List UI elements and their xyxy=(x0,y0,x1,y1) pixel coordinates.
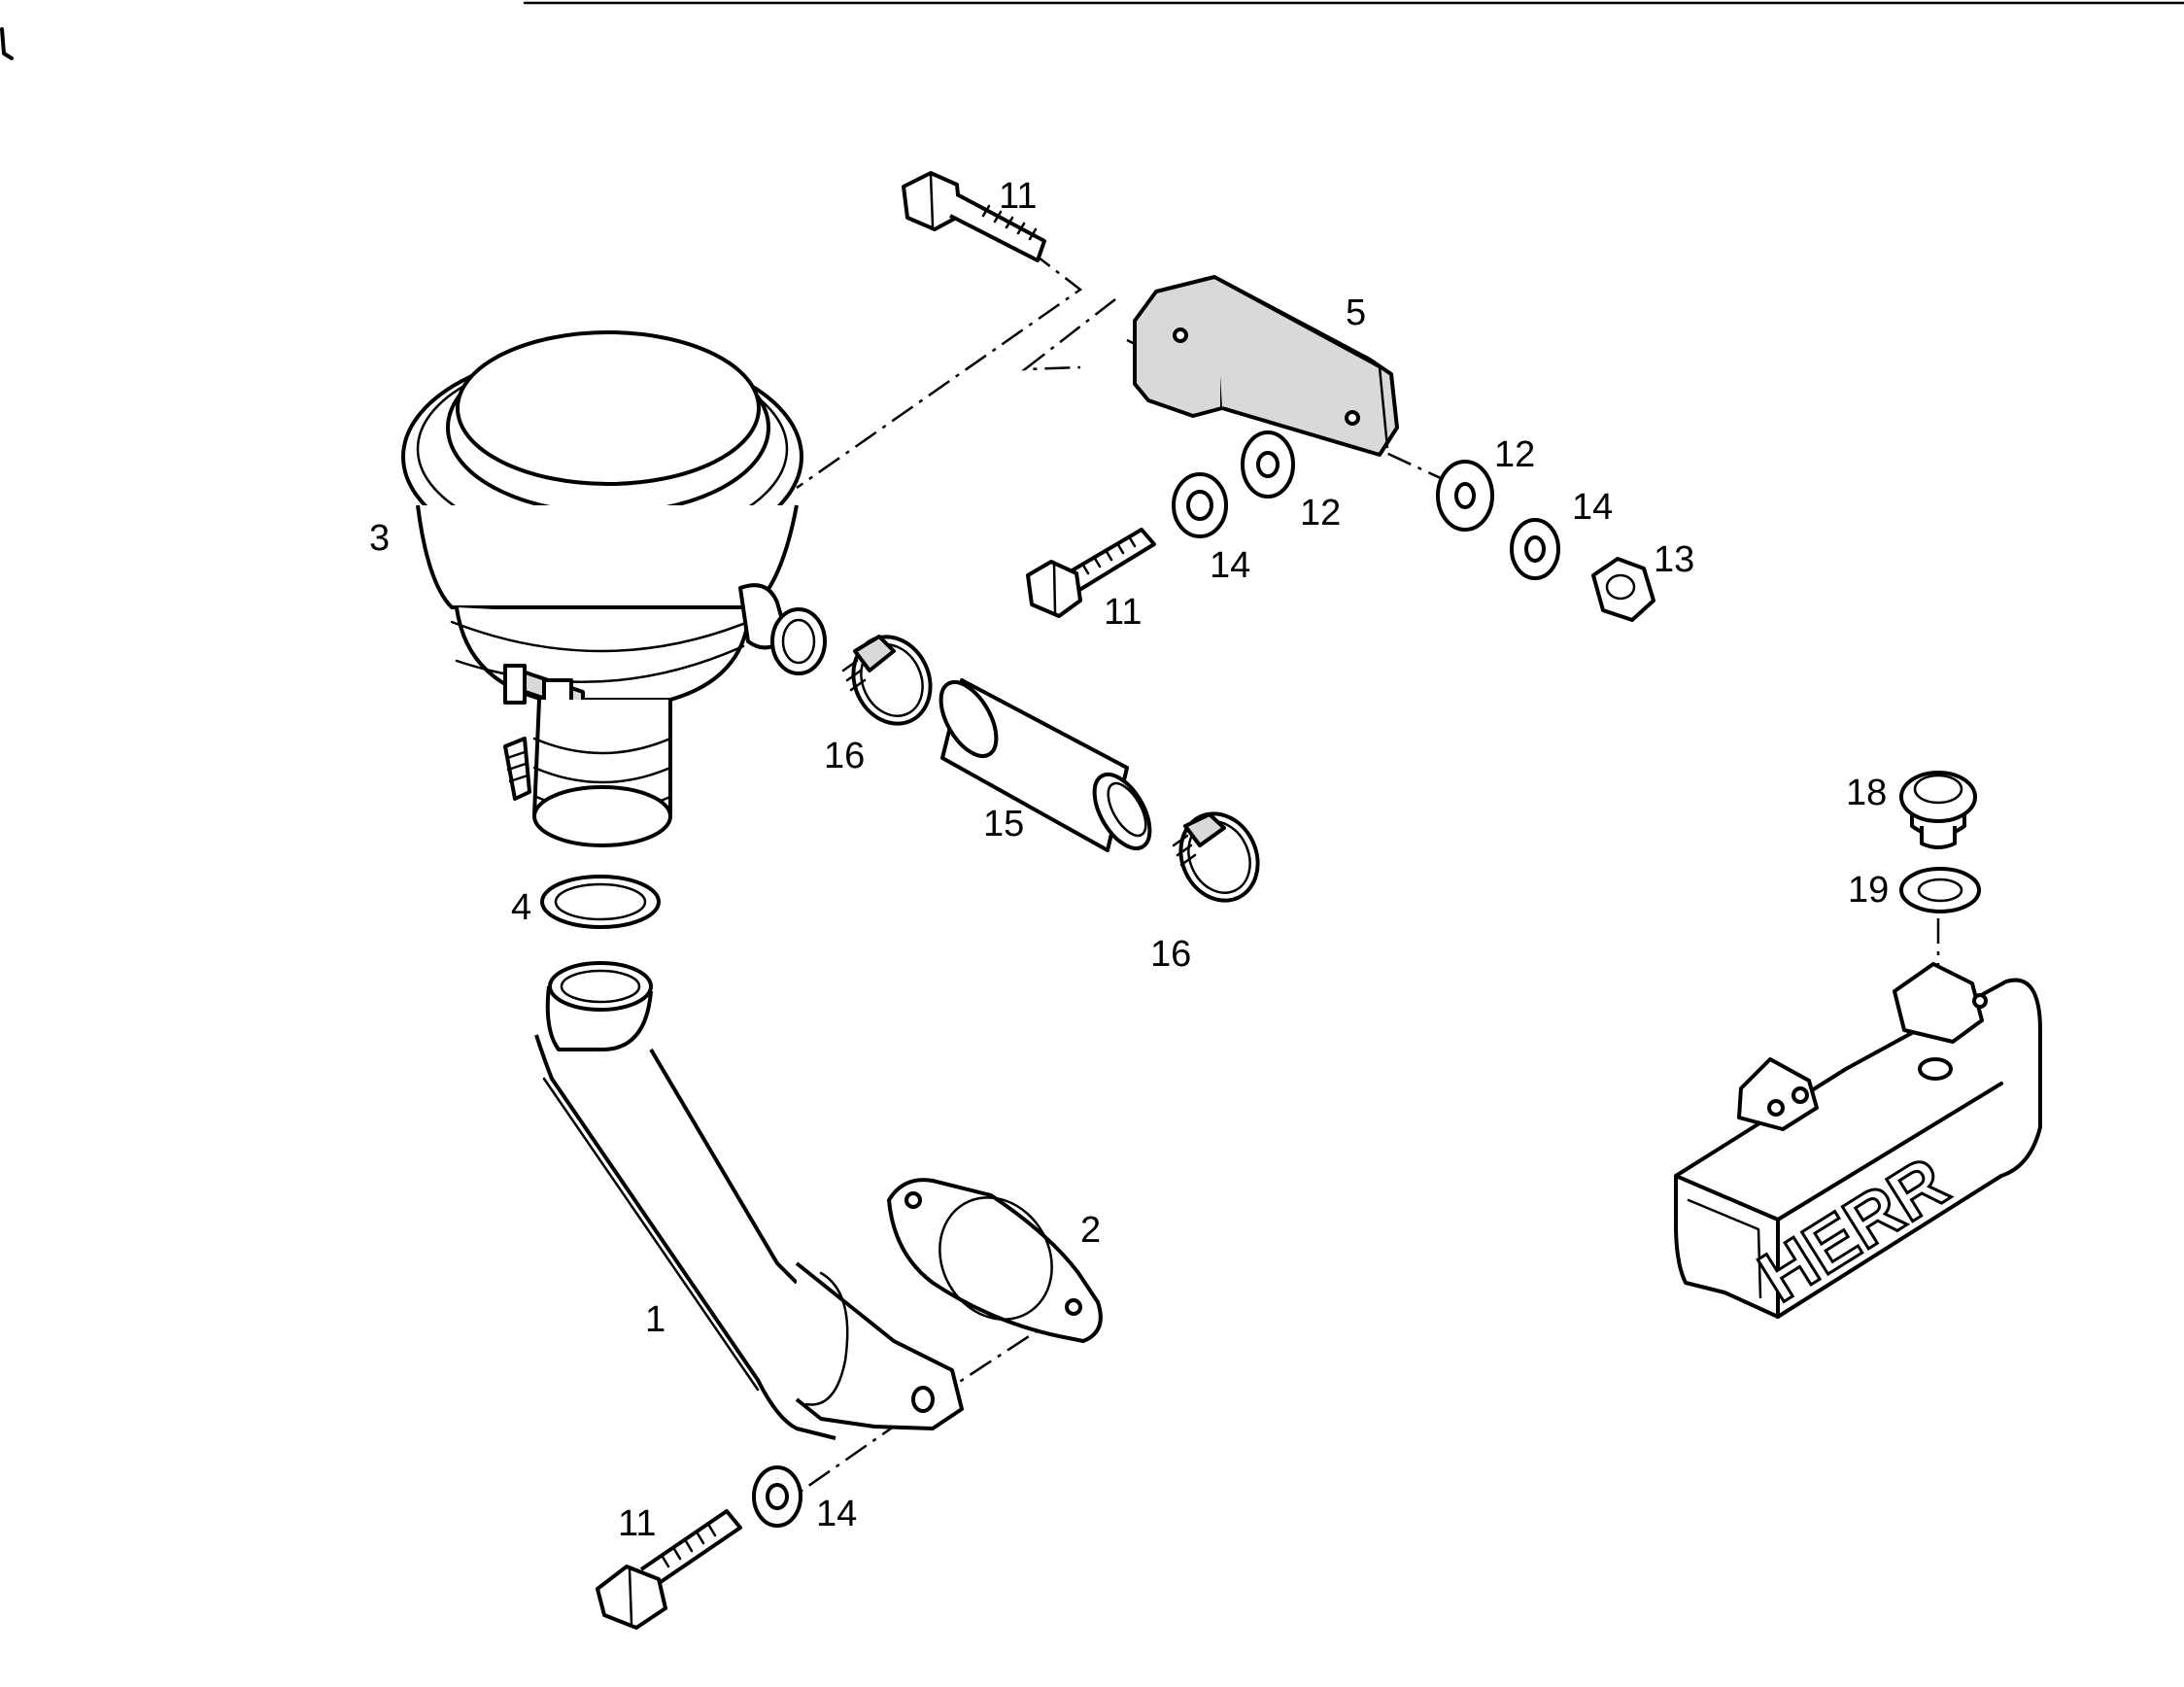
flat-washer-icon xyxy=(1241,430,1295,499)
hose-clamp-icon xyxy=(1172,811,1260,903)
part-label-12: 12 xyxy=(1300,493,1341,534)
part-label-16: 16 xyxy=(1150,934,1191,975)
spring-washer-icon xyxy=(1510,518,1560,580)
part-label-11: 11 xyxy=(1104,592,1142,633)
gasket-ring-icon xyxy=(540,875,661,929)
part-label-14: 14 xyxy=(816,1494,857,1534)
part-label-14: 14 xyxy=(1210,545,1250,586)
flat-washer-icon xyxy=(1436,460,1494,532)
air-filter-icon xyxy=(401,330,827,847)
part-label-18: 18 xyxy=(1846,773,1887,813)
hex-nut-icon xyxy=(1591,557,1655,622)
part-label-15: 15 xyxy=(983,804,1024,844)
hose-clamp-icon xyxy=(841,635,933,726)
mounting-bracket-icon xyxy=(1133,275,1399,457)
bolt-icon xyxy=(902,171,1046,262)
hose-icon xyxy=(938,678,1152,852)
part-label-5: 5 xyxy=(1346,293,1366,333)
part-label-11: 11 xyxy=(999,176,1037,217)
part-label-1: 1 xyxy=(645,1299,665,1340)
part-label-19: 19 xyxy=(1848,870,1889,911)
part-label-13: 13 xyxy=(1654,539,1694,580)
page-top-border xyxy=(0,1,2184,60)
part-label-4: 4 xyxy=(511,887,531,928)
flange-gasket-icon xyxy=(887,1178,1103,1343)
part-label-3: 3 xyxy=(369,518,390,559)
intake-pipe-icon xyxy=(534,961,964,1440)
part-label-14: 14 xyxy=(1572,487,1613,528)
muffler-icon: HERR xyxy=(1674,962,2042,1319)
spring-washer-icon xyxy=(752,1465,802,1528)
spring-washer-icon xyxy=(1172,472,1228,538)
part-label-2: 2 xyxy=(1080,1210,1101,1251)
bolt-icon xyxy=(596,1509,742,1630)
part-label-11: 11 xyxy=(618,1503,656,1544)
part-label-16: 16 xyxy=(824,736,865,776)
part-label-12: 12 xyxy=(1494,434,1535,475)
bolt-icon xyxy=(1026,528,1156,618)
drain-plug-icon xyxy=(1899,771,1977,849)
seal-ring-icon xyxy=(1899,867,1981,913)
